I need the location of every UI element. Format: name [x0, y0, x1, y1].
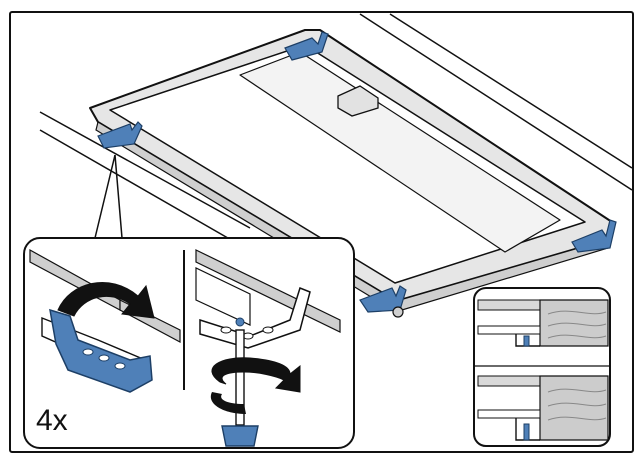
background-lines: [39, 13, 633, 246]
mounting-bracket-icon: [49, 308, 153, 393]
callout-lines: [94, 154, 123, 239]
detail-callout-box: 4x: [23, 237, 355, 449]
mounting-bracket-icon: [359, 285, 407, 318]
screwdriver-icon: [221, 329, 259, 447]
quantity-label: 4x: [36, 404, 68, 437]
glass-panel: [239, 51, 561, 253]
step-rotate-bracket: [29, 248, 181, 393]
mounting-bracket-icon: [97, 121, 143, 149]
section-before: [477, 299, 609, 347]
curved-arrow-icon: [57, 282, 155, 319]
step-tighten-screw: [195, 249, 341, 447]
main-frame: [89, 29, 613, 311]
mounting-bracket-icon: [571, 219, 617, 253]
panel-tab: [337, 85, 379, 117]
mounting-bracket-icon: [284, 31, 329, 61]
cross-section-box: [473, 287, 611, 447]
section-after: [477, 375, 609, 441]
curved-arrow-icon: [211, 357, 301, 393]
